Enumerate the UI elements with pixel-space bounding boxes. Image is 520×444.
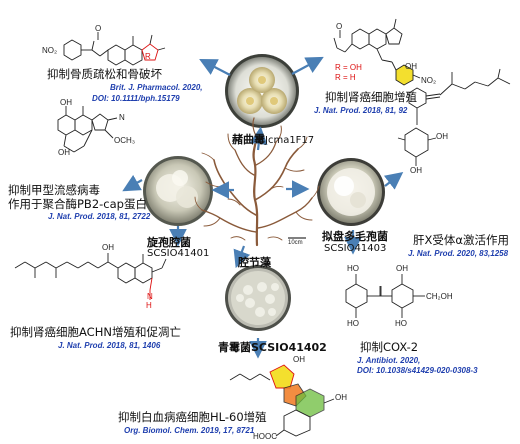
activity-achn: 抑制肾癌细胞ACHN增殖和促凋亡 — [10, 325, 181, 339]
label-ho-b: HO — [347, 319, 359, 328]
activity-lxr: 肝X受体α激活作用 — [413, 233, 509, 247]
fungus-name-cochliobolus: 旋孢腔菌 — [147, 236, 191, 249]
citation-achn: J. Nat. Prod. 2018, 81, 1406 — [58, 341, 161, 350]
label-oh-mid: OH — [58, 148, 70, 157]
fungus-code: SCSIO41402 — [251, 341, 327, 354]
citation-lxr: J. Nat. Prod. 2020, 83,1258 — [408, 249, 509, 258]
alga-image — [194, 117, 320, 247]
structure-hl60 — [229, 364, 335, 437]
label-ho-a: HO — [347, 264, 359, 273]
fungus-name: 赭曲霉 — [232, 133, 265, 146]
label-ch2oh: CH₂OH — [426, 292, 453, 301]
activity-bone: 抑制骨质疏松和骨破坏 — [47, 67, 162, 81]
citation-influenza: J. Nat. Prod. 2018, 81, 2722 — [48, 212, 151, 221]
fungus-label-penicillium: 青霉菌SCSIO41402 — [218, 336, 327, 355]
structure-lxr — [397, 68, 511, 166]
label-oh-d: OH — [293, 355, 305, 364]
activity-kidney: 抑制肾癌细胞增殖 — [325, 90, 417, 104]
plate-pestalotiopsis — [317, 158, 385, 226]
plate-penicillium — [225, 265, 291, 331]
label-oh-r3: OH — [410, 166, 422, 175]
activity-hl60: 抑制白血病癌细胞HL-60增殖 — [118, 410, 267, 424]
arrow-cochliobolus-to-influenza — [122, 174, 143, 192]
label-cooh: HOOC — [253, 432, 277, 441]
structure-bone — [63, 34, 166, 66]
arrow-aspergillus-to-bone — [199, 58, 231, 76]
label-oh-top: OH — [60, 98, 72, 107]
arrows — [122, 56, 404, 359]
citation-hl60: Org. Biomol. Chem. 2019, 17, 8721 — [124, 426, 255, 435]
arrow-aspergillus-to-kidney — [291, 56, 324, 75]
label-r-oh: R = OH — [335, 63, 362, 72]
label-r-h: R = H — [335, 73, 356, 82]
plate-cochliobolus — [143, 156, 213, 226]
label-oh-c: OH — [396, 264, 408, 273]
fungus-name-pestalotiopsis: 拟盘多毛孢菌 — [322, 230, 388, 243]
fungus-code-pestalotiopsis: SCSIO41403 — [324, 243, 387, 254]
label-oh-left: OH — [102, 243, 114, 252]
label-carbonyl-kidney: O — [336, 22, 343, 31]
label-h-left: H — [146, 301, 152, 310]
structure-achn — [14, 253, 167, 300]
alga-scale-label: 10cm — [288, 240, 303, 246]
label-oh-r1: OH — [405, 62, 417, 71]
fungus-label-aspergillus: 赭曲霉Jcma1F17 — [232, 128, 314, 147]
label-ho-c: HO — [395, 319, 407, 328]
citation-cox2-1: J. Antibiot. 2020, — [357, 356, 421, 365]
arrow-alga-to-penicillium — [233, 245, 251, 269]
fungus-code: Jcma1F17 — [265, 135, 315, 146]
citation-kidney: J. Nat. Prod. 2018, 81, 92 — [314, 106, 408, 115]
arrow-alga-to-aspergillus — [249, 126, 268, 151]
label-oh-e: OH — [335, 393, 347, 402]
label-carbonyl-bone: O — [95, 24, 102, 33]
arrow-pestalotiopsis-to-lxr — [383, 171, 404, 190]
citation-cox2-2: DOI: 10.1038/s41429-020-0308-3 — [357, 366, 478, 375]
citation-bone-2: DOI: 10.1111/bph.15179 — [92, 94, 180, 103]
label-r-mark: R — [145, 52, 151, 61]
citation-bone-1: Brit. J. Pharmacol. 2020, — [110, 83, 203, 92]
activity-influenza-2: 作用于聚合酶PB2-cap蛋白 — [8, 197, 147, 211]
fungus-code-cochliobolus: SCSIO41401 — [147, 248, 210, 259]
activity-cox2: 抑制COX-2 — [360, 340, 419, 354]
structure-influenza — [57, 106, 118, 153]
carbonyl-marks — [97, 30, 341, 40]
fungus-name: 青霉菌 — [218, 341, 251, 354]
structure-cox2 — [345, 274, 425, 318]
activity-influenza-1: 抑制甲型流感病毒 — [8, 183, 100, 197]
label-oh-r2: OH — [436, 132, 448, 141]
label-n-me: N — [119, 113, 125, 122]
label-och3: OCH₃ — [114, 136, 136, 145]
alga-name: 腔节藻 — [238, 256, 271, 269]
label-no2-bone: NO₂ — [42, 46, 58, 55]
label-no2-kidney: NO₂ — [421, 76, 437, 85]
structure-kidney — [333, 18, 421, 86]
plate-aspergillus — [225, 54, 299, 128]
label-n-left: N — [147, 292, 153, 301]
